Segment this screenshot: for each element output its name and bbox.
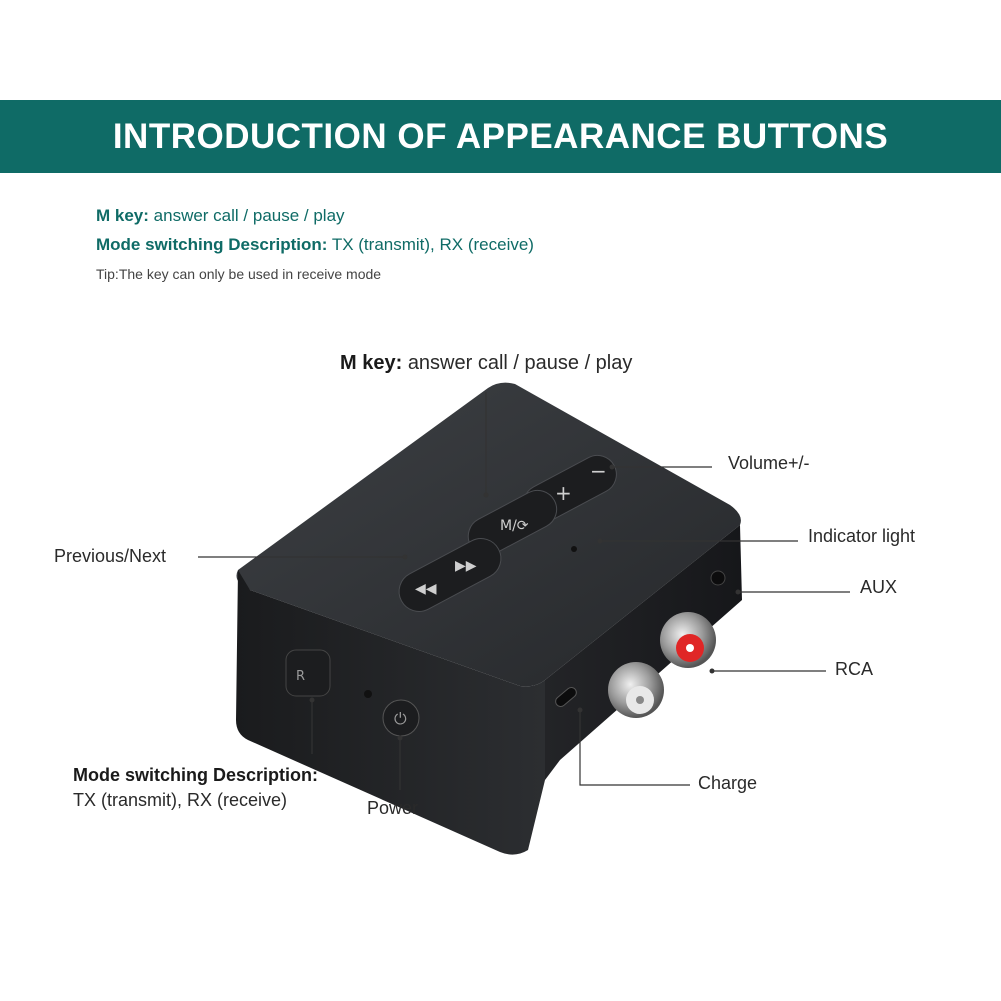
callout-volume: Volume+/-	[728, 453, 810, 473]
callout-m-key-value: answer call / pause / play	[407, 352, 633, 374]
mode-switch-icon: R	[296, 669, 305, 684]
intro-m-key: M key: answer call / pause / play	[96, 206, 345, 226]
callout-m-key: M key: answer call / pause / play	[340, 352, 632, 375]
intro-m-key-label: M key:	[96, 206, 149, 225]
intro-m-key-value: answer call / pause / play	[153, 206, 345, 225]
device-side-face	[545, 525, 742, 780]
previous-icon: ◀◀	[415, 581, 437, 597]
page-title: INTRODUCTION OF APPEARANCE BUTTONS	[112, 116, 889, 156]
intro-tip: Tip:The key can only be used in receive …	[96, 266, 382, 282]
aux-port	[710, 570, 726, 586]
status-led	[364, 690, 372, 698]
callout-mode-label: Mode switching Description:	[73, 765, 319, 785]
intro-mode-label: Mode switching Description:	[96, 235, 328, 254]
header-banner: INTRODUCTION OF APPEARANCE BUTTONS	[0, 100, 1001, 173]
callout-previous-next: Previous/Next	[54, 546, 167, 566]
power-icon: ⏻	[394, 709, 407, 728]
intro-mode: Mode switching Description: TX (transmit…	[96, 235, 534, 255]
next-icon: ▶▶	[455, 558, 477, 574]
leader-lines	[198, 392, 850, 790]
previous-next-button[interactable]: ◀◀ ▶▶	[392, 532, 508, 619]
callout-charge: Charge	[698, 773, 758, 793]
rca-red-port	[660, 612, 716, 668]
callout-rca: RCA	[835, 659, 874, 679]
rca-white-port	[608, 662, 664, 718]
callout-indicator: Indicator light	[808, 526, 916, 546]
mode-switch[interactable]	[285, 649, 331, 697]
callout-m-key-label: M key:	[340, 352, 403, 374]
indicator-light	[571, 546, 577, 552]
m-key-icon: M/⟳	[500, 518, 529, 534]
callout-mode-title: Mode switching Description:	[73, 765, 318, 786]
callout-mode-value: TX (transmit), RX (receive)	[73, 790, 288, 810]
intro-mode-value: TX (transmit), RX (receive)	[331, 235, 534, 254]
usb-c-port	[555, 687, 577, 707]
plus-icon: +	[555, 481, 572, 505]
minus-icon: −	[590, 459, 607, 483]
callout-aux: AUX	[860, 577, 898, 597]
callout-power: Power	[367, 798, 419, 818]
